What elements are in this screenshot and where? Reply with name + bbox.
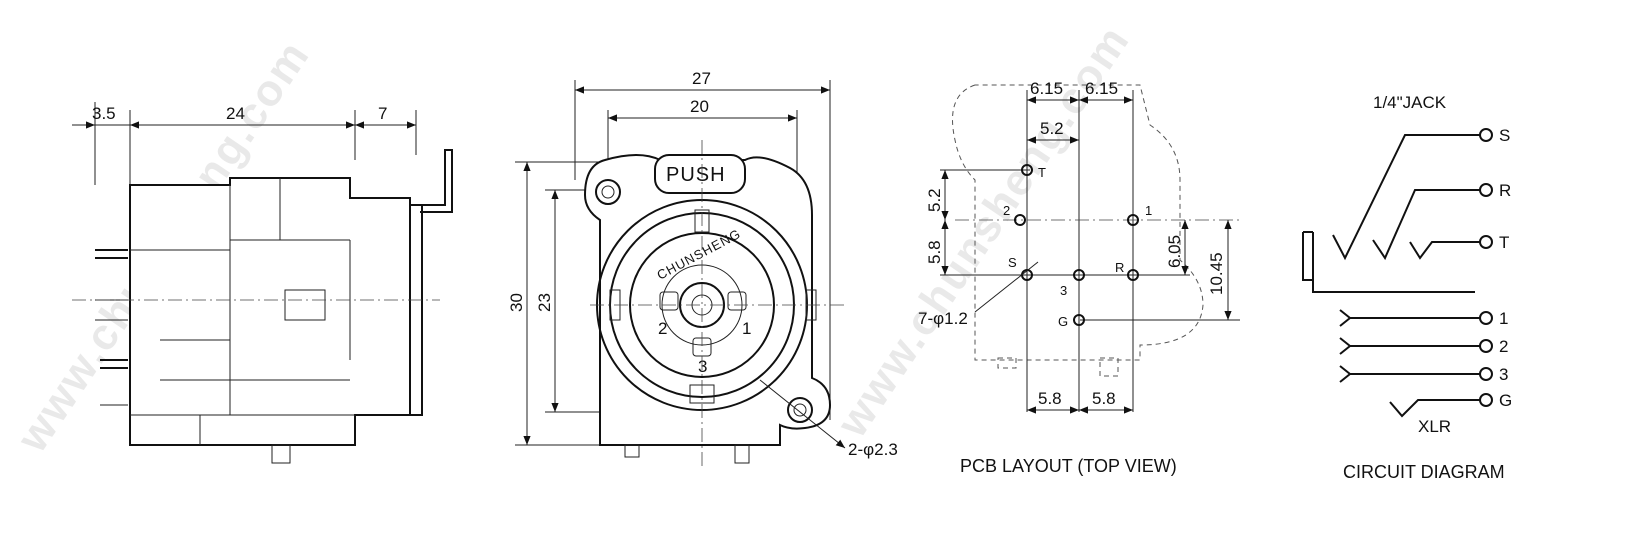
pcb-label-g: G <box>1058 314 1068 329</box>
pcb-label-s: S <box>1008 255 1017 270</box>
xlr-pin-g: G <box>1499 391 1512 410</box>
front-view: 27 20 30 23 PUSH CHUNSHE <box>507 69 898 470</box>
pcb-title: PCB LAYOUT (TOP VIEW) <box>960 456 1177 476</box>
pcb-label-1: 1 <box>1145 203 1152 218</box>
dim-24: 24 <box>226 104 245 123</box>
jack-pin-t: T <box>1499 233 1509 252</box>
jack-label: 1/4"JACK <box>1373 93 1447 112</box>
push-label: PUSH <box>666 164 726 186</box>
xlr-pin-3: 3 <box>1499 365 1508 384</box>
dim-7: 7 <box>378 104 387 123</box>
jack-pin-s: S <box>1499 126 1510 145</box>
pcb-label-3: 3 <box>1060 283 1067 298</box>
pcb-label-r: R <box>1115 260 1124 275</box>
pcb-hole-2 <box>1014 214 1026 226</box>
pcb-dim-left-2: 5.8 <box>925 240 944 264</box>
pcb-dim-right-2: 10.45 <box>1207 252 1226 295</box>
pcb-layout: 6.15 6.15 5.2 5.2 5.8 6.05 10.45 5.8 5.8… <box>918 79 1240 476</box>
front-pin-2: 2 <box>658 319 667 338</box>
pcb-dim-bottom-1: 5.8 <box>1038 389 1062 408</box>
circuit-title: CIRCUIT DIAGRAM <box>1343 462 1505 482</box>
pcb-dim-bottom-2: 5.8 <box>1092 389 1116 408</box>
dim-20: 20 <box>690 97 709 116</box>
pcb-hole-r <box>1127 269 1139 281</box>
dim-23: 23 <box>535 293 554 312</box>
circuit-diagram: 1/4"JACK S R T 1 2 3 G XLR CIRCUIT DIAGR… <box>1302 93 1512 482</box>
dim-27: 27 <box>692 69 711 88</box>
pcb-hole-1 <box>1127 214 1139 226</box>
xlr-pin-1: 1 <box>1499 309 1508 328</box>
hole-note: 2-φ2.3 <box>848 440 898 459</box>
xlr-label: XLR <box>1418 417 1451 436</box>
dim-3-5: 3.5 <box>92 104 116 123</box>
pcb-hole-t <box>1021 164 1033 176</box>
pcb-hole-note: 7-φ1.2 <box>918 309 968 328</box>
pcb-hole-3 <box>1073 269 1085 281</box>
xlr-pin-2: 2 <box>1499 337 1508 356</box>
jack-pin-r: R <box>1499 181 1511 200</box>
pcb-label-2: 2 <box>1003 203 1010 218</box>
front-pin-3: 3 <box>698 357 707 376</box>
pcb-dim-left-1: 5.2 <box>925 188 944 212</box>
pcb-hole-g <box>1073 314 1085 326</box>
dim-30: 30 <box>507 293 526 312</box>
pcb-dim-top-1: 6.15 <box>1030 79 1063 98</box>
pcb-label-t: T <box>1038 165 1046 180</box>
pcb-dim-top-2: 6.15 <box>1085 79 1118 98</box>
pcb-dim-top-3: 5.2 <box>1040 119 1064 138</box>
pcb-dim-right-1: 6.05 <box>1165 235 1184 268</box>
front-pin-1: 1 <box>742 319 751 338</box>
side-view: 3.5 24 7 <box>72 102 453 464</box>
